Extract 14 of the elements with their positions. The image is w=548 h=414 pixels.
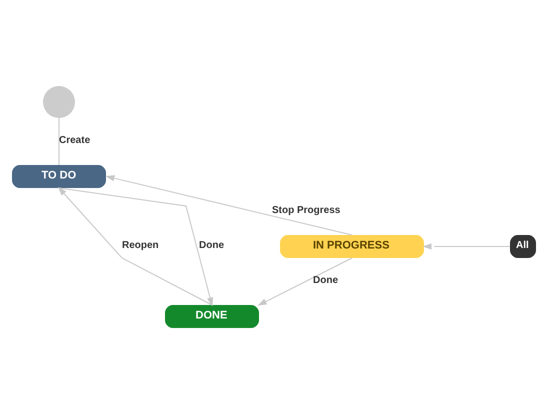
arrow (106, 175, 352, 236)
edge-label: Done (313, 275, 338, 286)
node-box: IN PROGRESS (280, 235, 424, 258)
node-box: DONE (165, 305, 259, 328)
arrow (422, 243, 510, 250)
node-circle (43, 86, 75, 118)
edge-label: Create (59, 135, 90, 146)
arrow (258, 258, 352, 306)
edge-label: Reopen (122, 240, 159, 251)
node-box: All (510, 235, 536, 258)
edge-label: Stop Progress (272, 205, 340, 216)
connector (58, 118, 60, 166)
node-box: TO DO (12, 165, 106, 188)
edge-label: Done (199, 240, 224, 251)
